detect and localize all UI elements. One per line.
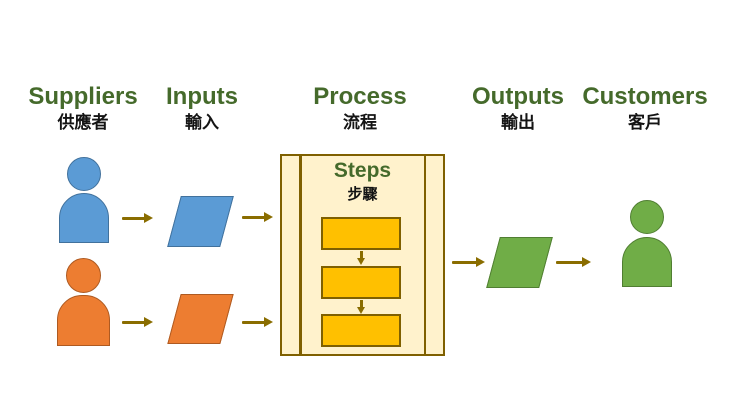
output-parallelogram-green [486,237,553,288]
person-body [57,295,110,346]
arrow-output-to-customer [556,257,591,268]
arrow-head-icon [144,213,153,223]
arrow-head-icon [357,307,365,314]
arrow-supplier2-to-input2 [122,317,153,328]
steps-title: Steps [333,159,392,182]
person-body [622,237,672,287]
arrow-input2-to-process [242,317,273,328]
arrow-head-icon [144,317,153,327]
process-box-right-bar [423,156,426,354]
arrow-head-icon [582,257,591,267]
column-header-inputs: Inputs 輸入 [132,84,272,133]
input-parallelogram-orange [167,294,234,344]
column-header-customers: Customers 客戶 [575,84,715,133]
arrow-head-icon [264,317,273,327]
process-label: Process [313,83,407,110]
arrow-process-to-output [452,257,485,268]
step-connector-down-arrow-1 [356,251,367,265]
step-rect-1 [321,217,401,250]
person-head [66,258,101,293]
input-parallelogram-blue [167,196,234,247]
customers-label-zh: 客戶 [628,113,662,132]
customers-label: Customers [582,83,708,110]
inputs-label: Inputs [166,83,238,110]
inputs-label-zh: 輸入 [185,113,219,132]
suppliers-label: Suppliers [28,83,138,110]
arrow-input1-to-process [242,212,273,223]
steps-title-zh: 步驟 [347,186,378,203]
arrow-supplier1-to-input1 [122,213,153,224]
arrow-head-icon [357,258,365,265]
column-header-suppliers: Suppliers 供應者 [13,84,153,133]
outputs-label: Outputs [472,83,564,110]
person-head [630,200,664,234]
step-rect-2 [321,266,401,299]
process-box-left-bar [299,156,302,354]
customer-person-green-icon [622,200,672,287]
person-head [67,157,101,191]
column-header-process: Process 流程 [290,84,430,133]
process-label-zh: 流程 [343,113,377,132]
arrow-head-icon [476,257,485,267]
column-header-outputs: Outputs 輸出 [448,84,588,133]
process-steps-box: Steps 步驟 [280,154,445,356]
step-rect-3 [321,314,401,347]
supplier-person-orange-icon [57,258,110,346]
suppliers-label-zh: 供應者 [57,113,109,132]
arrow-head-icon [264,212,273,222]
step-connector-down-arrow-2 [356,300,367,314]
person-body [59,193,109,243]
outputs-label-zh: 輸出 [501,113,535,132]
supplier-person-blue-icon [59,157,109,243]
